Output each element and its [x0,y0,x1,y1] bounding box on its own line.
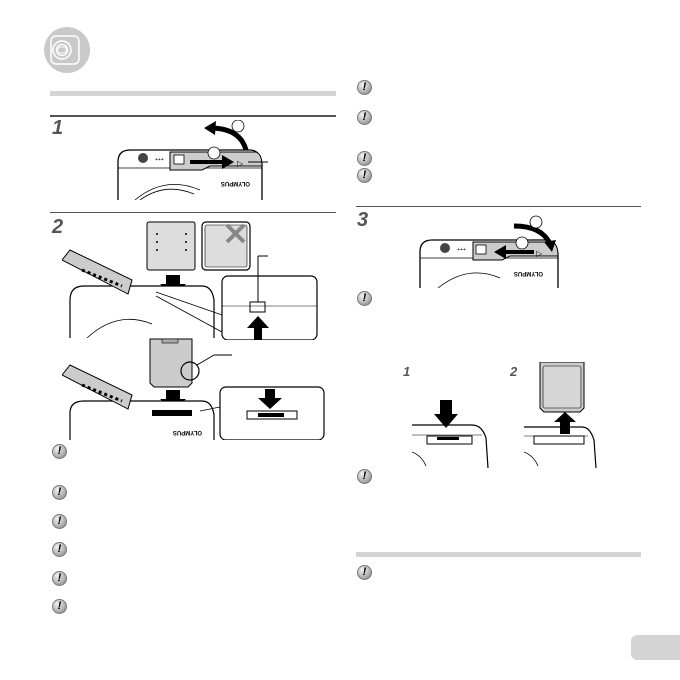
section-camera-icon [44,27,90,73]
warning-icon: ! [357,565,372,580]
warning-icon: ! [52,571,67,586]
warning-icon: ! [357,291,372,306]
step-3-illustration: +++ ▷ OLYMPUS [418,212,568,288]
step-2-card-illustration: OLYMPUS [62,335,332,440]
step-3-rule [356,206,641,207]
page-number-tab [631,635,680,660]
warning-icon: ! [52,542,67,557]
svg-text:+++: +++ [457,247,466,253]
callout-circle-2 [207,146,221,160]
step-2-battery-illustration [62,220,332,340]
step-2-rule [50,212,336,213]
callout-circle-1 [231,120,245,133]
card-removal-substep-2-number: 2 [510,364,518,379]
step-1-number: 1 [52,117,64,139]
step-1-rule [50,115,336,117]
push-card-illustration [412,400,492,468]
svg-text:OLYMPUS: OLYMPUS [173,429,202,435]
warning-icon: ! [357,469,372,484]
svg-text:+++: +++ [155,157,164,163]
card-removal-substep-1-number: 1 [403,364,411,379]
step-2-number: 2 [52,216,64,238]
svg-text:OLYMPUS: OLYMPUS [514,270,543,276]
pull-card-illustration [524,362,604,468]
warning-icon: ! [52,599,67,614]
step-1-illustration: +++ ▷ OLYMPUS [110,120,280,200]
warning-icon: ! [52,514,67,529]
warning-icon: ! [357,151,372,166]
section-header-bar [356,552,641,557]
warning-icon: ! [52,485,67,500]
warning-icon: ! [52,444,67,459]
svg-text:▷: ▷ [237,159,244,168]
warning-icon: ! [357,80,372,95]
svg-text:OLYMPUS: OLYMPUS [221,180,250,186]
warning-icon: ! [357,110,372,125]
step-3-number: 3 [357,209,369,231]
section-header-bar [50,91,336,96]
svg-text:▷: ▷ [536,249,543,258]
warning-icon: ! [357,168,372,183]
